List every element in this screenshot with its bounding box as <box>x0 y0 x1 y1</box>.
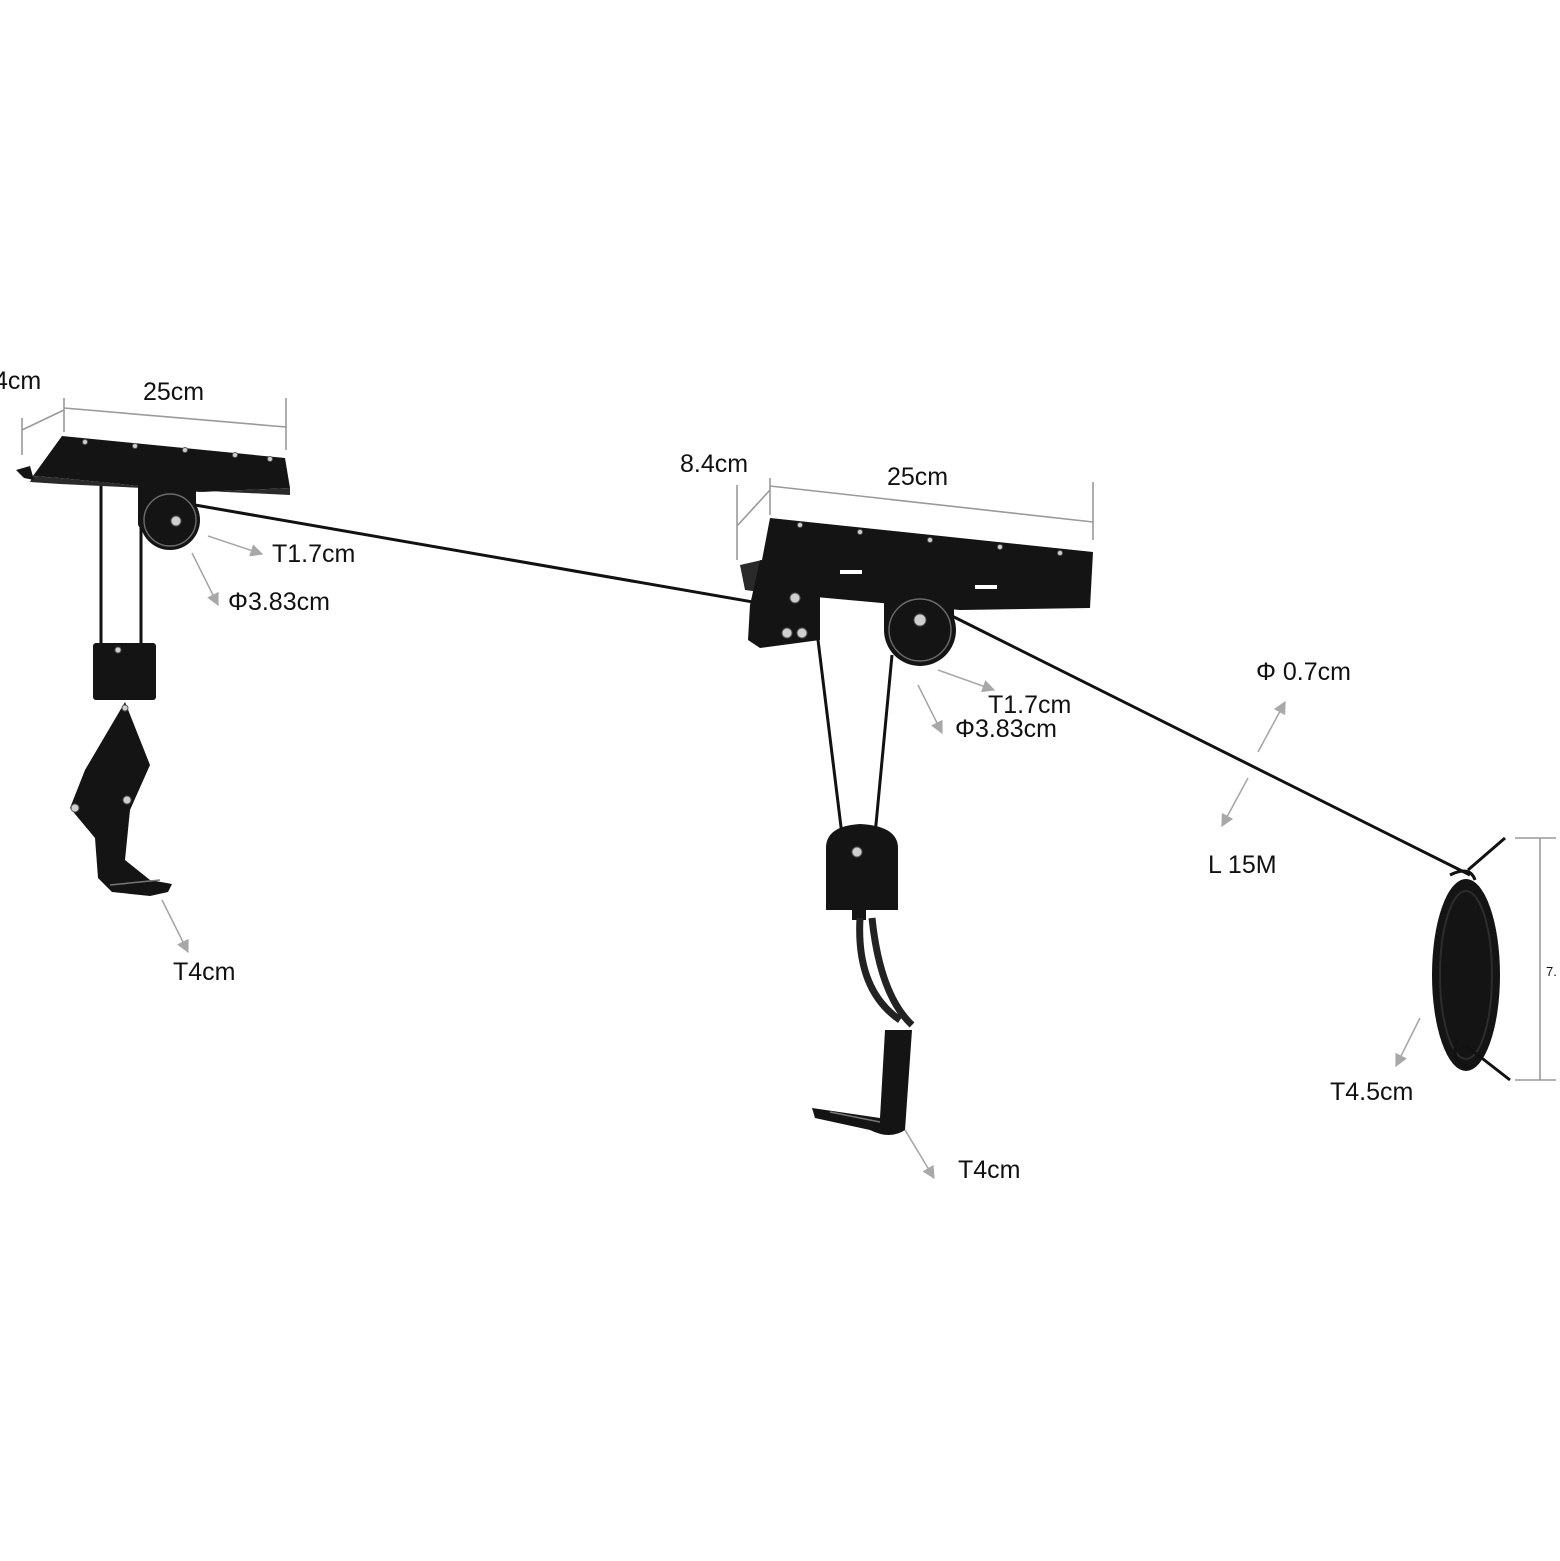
left-depth-label: 4cm <box>0 367 41 395</box>
left-pulley <box>138 478 200 550</box>
left-hook-label: T4cm <box>173 958 236 986</box>
right-depth-label: 8.4cm <box>680 450 748 478</box>
pointer-arrows <box>161 535 1421 1180</box>
cleat-height-label: 7. <box>1546 964 1557 979</box>
rope-cleat <box>1432 836 1511 1082</box>
rope-diameter-arrow <box>1257 700 1286 753</box>
rope-diameter-label: Φ 0.7cm <box>1256 658 1351 686</box>
right-rope-drop-b <box>873 654 894 836</box>
right-lower-pulley-block <box>826 824 898 920</box>
left-thickness-arrow <box>207 535 264 557</box>
left-width-label: 25cm <box>143 378 204 406</box>
right-rope-drop-a <box>816 639 844 836</box>
right-thickness-label: T1.7cm <box>988 691 1071 719</box>
left-diameter-label: Φ3.83cm <box>228 588 330 616</box>
dimension-lines <box>21 398 1556 1081</box>
cleat-thickness-label: T4.5cm <box>1330 1078 1413 1106</box>
left-pulley-axle-icon <box>170 515 182 527</box>
right-bike-hook <box>812 917 915 1135</box>
rope-system <box>99 478 1471 877</box>
right-hook-label: T4cm <box>958 1156 1021 1184</box>
right-pulley-axle-icon <box>913 613 927 627</box>
left-lower-pulley-block <box>93 643 156 700</box>
left-hook-arrow <box>161 899 189 954</box>
right-thickness-arrow <box>937 669 996 693</box>
right-pulley <box>884 572 956 666</box>
left-diameter-arrow <box>191 552 219 607</box>
right-hook-arrow <box>904 1129 935 1180</box>
right-diameter-arrow <box>917 684 943 735</box>
cleat-thickness-arrow <box>1395 1017 1421 1068</box>
left-thickness-label: T1.7cm <box>272 540 355 568</box>
right-rope-lock <box>748 560 820 648</box>
dimension-labels: 4cm 25cm T1.7cm Φ3.83cm T4cm 8.4cm 25cm … <box>0 367 1557 1184</box>
right-diameter-label: Φ3.83cm <box>955 715 1057 743</box>
rope-length-label: L 15M <box>1208 851 1277 879</box>
rope-length-arrow <box>1221 777 1249 828</box>
main-rope-span <box>194 503 771 607</box>
left-bike-hook <box>70 702 172 896</box>
left-ceiling-bracket <box>16 436 290 495</box>
right-width-label: 25cm <box>887 463 948 491</box>
rope-to-cleat <box>949 613 1471 877</box>
